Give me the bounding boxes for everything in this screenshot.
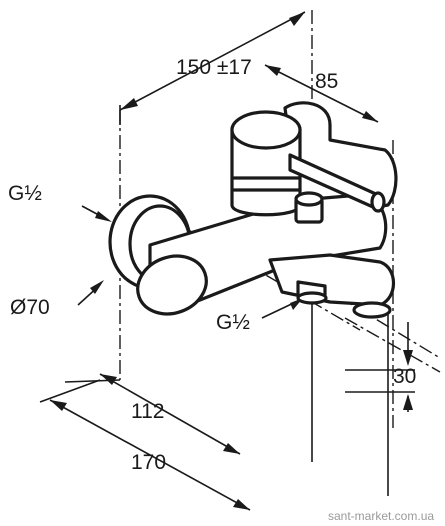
outlet-thread-label: G½ xyxy=(216,311,250,334)
spout xyxy=(268,253,395,307)
dim-112-label: 112 xyxy=(131,400,164,423)
dim-150-label: 150 ±17 xyxy=(176,56,252,79)
dim-85-label: 85 xyxy=(315,70,338,93)
rosette-diameter-label: Ø70 xyxy=(10,296,50,319)
dimension-text: 150 ±17 85 G½ Ø70 G½ 112 170 30 sant-mar… xyxy=(8,56,434,523)
inlet-thread-label: G½ xyxy=(8,182,42,205)
dimension-lines xyxy=(49,11,413,511)
dim-170-label: 170 xyxy=(131,451,166,474)
dim-30-label: 30 xyxy=(393,365,416,388)
faucet-body xyxy=(108,101,398,319)
watermark: sant-market.com.ua xyxy=(328,509,434,523)
front-cylinder-end xyxy=(136,254,208,316)
